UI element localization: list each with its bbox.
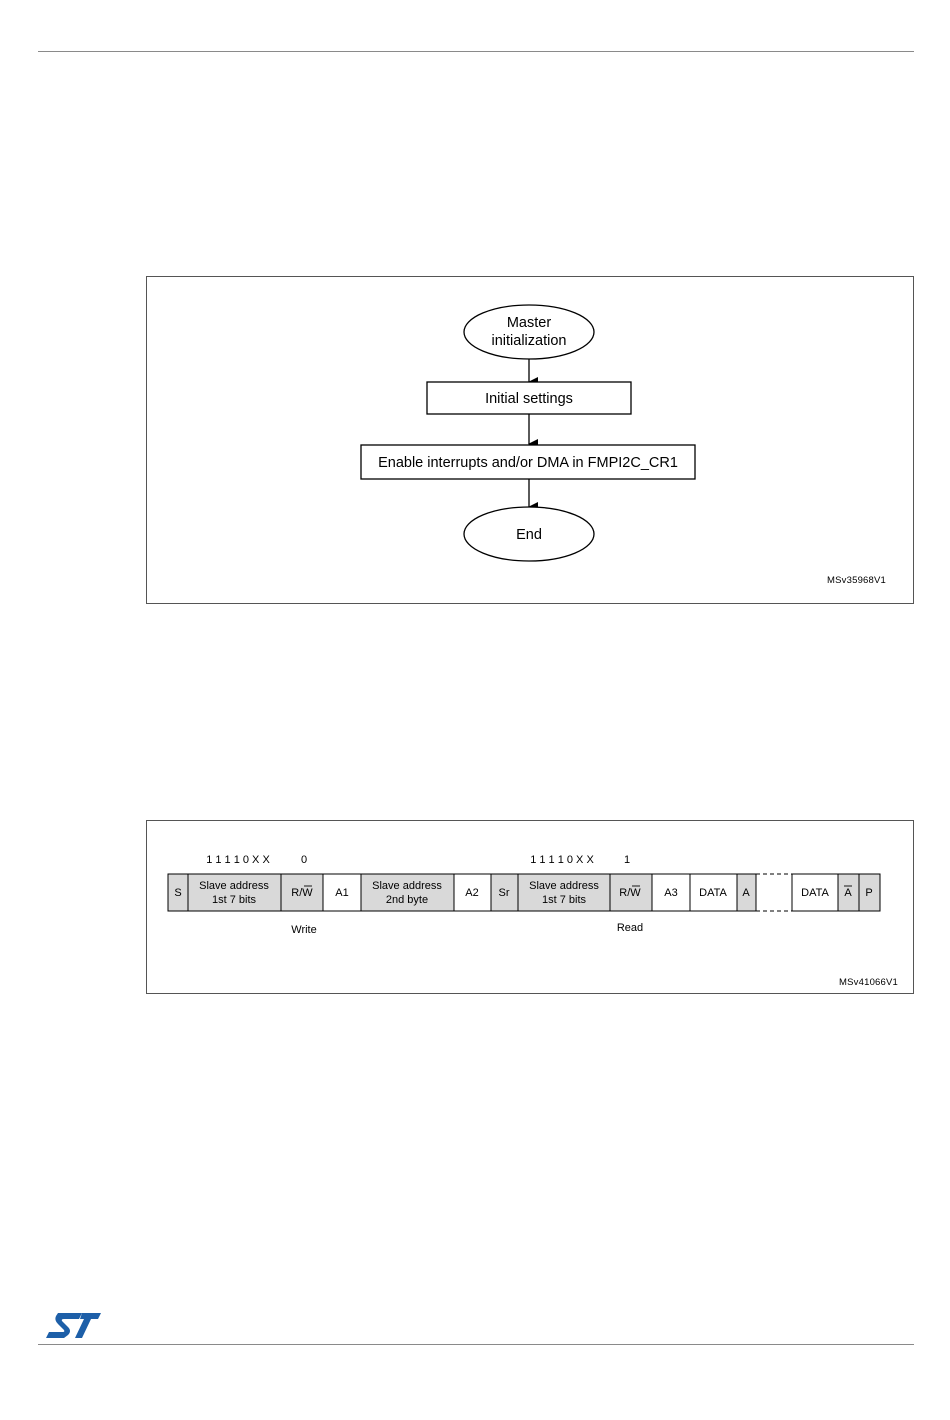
cell-ack-label: A — [742, 887, 750, 899]
rw-bit-write: 0 — [301, 854, 307, 866]
frame-figure-ref: MSv41066V1 — [839, 977, 898, 988]
cell-slave-address-1: Slave address 1st 7 bits — [188, 874, 281, 911]
cell-a2: A2 — [454, 874, 491, 911]
address-bits-write: 1 1 1 1 0 X X — [206, 854, 270, 866]
cell-slave-address-1-line1: Slave address — [199, 880, 269, 892]
cell-data-2: DATA — [792, 874, 838, 911]
initial-settings-node: Initial settings — [427, 382, 631, 414]
flowchart-figure-ref: MSv35968V1 — [827, 575, 886, 586]
address-bits-read: 1 1 1 1 0 X X — [530, 854, 594, 866]
cell-a2-label: A2 — [465, 887, 478, 899]
cell-slave-address-2: Slave address 2nd byte — [361, 874, 454, 911]
cell-rw-read: R/W — [610, 874, 652, 911]
cell-a1-label: A1 — [335, 887, 348, 899]
end-node: End — [464, 507, 594, 561]
cell-rw-write: R/W — [281, 874, 323, 911]
write-label: Write — [291, 924, 316, 936]
flowchart-diagram: Master initialization Initial settings E… — [147, 277, 913, 603]
cell-repeated-start-label: Sr — [499, 887, 510, 899]
end-label: End — [516, 527, 542, 543]
initial-settings-label: Initial settings — [485, 391, 573, 407]
frame-format-diagram: 1 1 1 1 0 X X 0 1 1 1 1 0 X X 1 S Slave … — [147, 821, 913, 993]
cell-nack: A — [838, 874, 859, 911]
footer-rule — [38, 1344, 914, 1345]
st-logo-icon — [44, 1310, 102, 1345]
start-label-line1: Master — [507, 315, 551, 331]
cell-a3: A3 — [652, 874, 690, 911]
cell-a1: A1 — [323, 874, 361, 911]
cell-ack: A — [737, 874, 756, 911]
cell-data-1: DATA — [690, 874, 737, 911]
enable-interrupts-node: Enable interrupts and/or DMA in FMPI2C_C… — [361, 445, 695, 479]
cell-slave-address-3: Slave address 1st 7 bits — [518, 874, 610, 911]
cell-data-1-label: DATA — [699, 887, 727, 899]
cell-data-2-label: DATA — [801, 887, 829, 899]
cell-repeated-start: Sr — [491, 874, 518, 911]
cell-start-label: S — [174, 887, 181, 899]
frame-format-figure: 1 1 1 1 0 X X 0 1 1 1 1 0 X X 1 S Slave … — [146, 820, 914, 994]
cell-slave-address-3-line2: 1st 7 bits — [542, 894, 587, 906]
cell-start: S — [168, 874, 188, 911]
cell-rw-read-label: R/W — [619, 887, 641, 899]
cell-stop: P — [859, 874, 880, 911]
start-node: Master initialization — [464, 305, 594, 359]
cell-slave-address-2-line2: 2nd byte — [386, 894, 428, 906]
flowchart-figure: Master initialization Initial settings E… — [146, 276, 914, 604]
cell-slave-address-2-line1: Slave address — [372, 880, 442, 892]
header-rule — [38, 51, 914, 52]
rw-bit-read: 1 — [624, 854, 630, 866]
cell-nack-label: A — [844, 887, 852, 899]
cell-slave-address-1-line2: 1st 7 bits — [212, 894, 257, 906]
cell-a3-label: A3 — [664, 887, 677, 899]
cell-stop-label: P — [865, 887, 872, 899]
cell-slave-address-3-line1: Slave address — [529, 880, 599, 892]
start-label-line2: initialization — [492, 333, 567, 349]
enable-interrupts-label: Enable interrupts and/or DMA in FMPI2C_C… — [378, 455, 678, 471]
cell-rw-write-label: R/W — [291, 887, 313, 899]
read-label: Read — [617, 922, 643, 934]
